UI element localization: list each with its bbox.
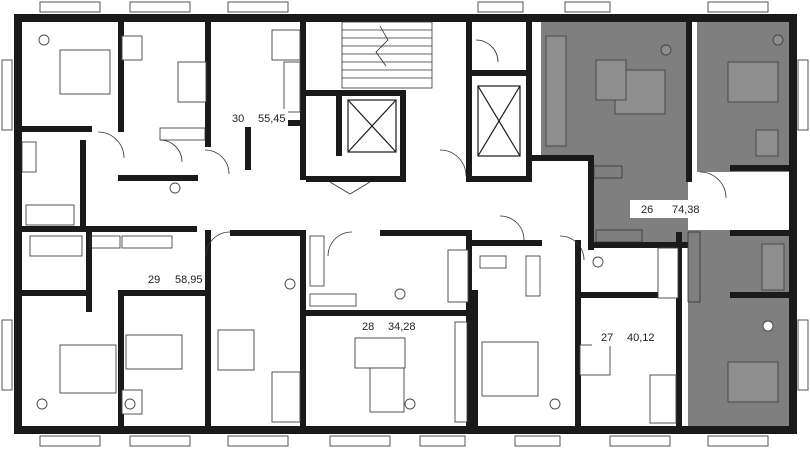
apt-28-label-box [350, 317, 420, 335]
bed [125, 334, 183, 370]
apt-29-area: 58,95 [175, 274, 203, 286]
kitchen-counter [454, 321, 468, 423]
apartment-labels: 30 55,45 29 58,95 28 34,28 27 40,12 26 7… [134, 109, 702, 346]
dining-table [595, 59, 627, 101]
apt-27-label-box [592, 328, 672, 346]
apt-26-label-box [630, 200, 702, 218]
apt-26-area: 74,38 [672, 204, 700, 216]
kitchen-counter [283, 61, 301, 113]
bathtub [25, 204, 75, 226]
bed [727, 61, 779, 103]
bathtub [29, 235, 83, 257]
furniture [25, 29, 785, 424]
elevator-shafts [347, 85, 521, 157]
desk [755, 129, 779, 157]
sanitary-fixtures [36, 34, 784, 410]
kitchen-counter [271, 29, 301, 61]
apt-27-number: 27 [601, 332, 613, 344]
apt-29-number: 29 [148, 274, 160, 286]
apt-28-area: 34,28 [388, 321, 416, 333]
wardrobes [21, 127, 701, 307]
bed [59, 49, 111, 95]
kitchen-counter [545, 35, 567, 147]
apt-30-area: 55,45 [258, 113, 286, 125]
apt-26-number: 26 [641, 204, 653, 216]
bed [177, 61, 207, 103]
sofa [369, 367, 405, 413]
apt-30-label-box [218, 109, 288, 127]
apt-28-number: 28 [362, 321, 374, 333]
stairwell [341, 21, 433, 89]
doors [97, 39, 727, 261]
kitchen-counter [271, 371, 301, 423]
bathtub [657, 247, 679, 299]
dining-table [579, 344, 611, 376]
walls [14, 14, 797, 434]
apt-29-label-box [134, 270, 200, 288]
desk [121, 35, 143, 61]
bathtub [447, 249, 469, 303]
bed [727, 361, 779, 403]
bathtub [761, 243, 785, 291]
apt-30-number: 30 [232, 113, 244, 125]
bed [59, 344, 117, 394]
kitchen-counter [649, 374, 677, 424]
apt-27-area: 40,12 [627, 332, 655, 344]
bed [481, 341, 539, 397]
sofa [354, 337, 406, 369]
dining-table [217, 329, 255, 371]
